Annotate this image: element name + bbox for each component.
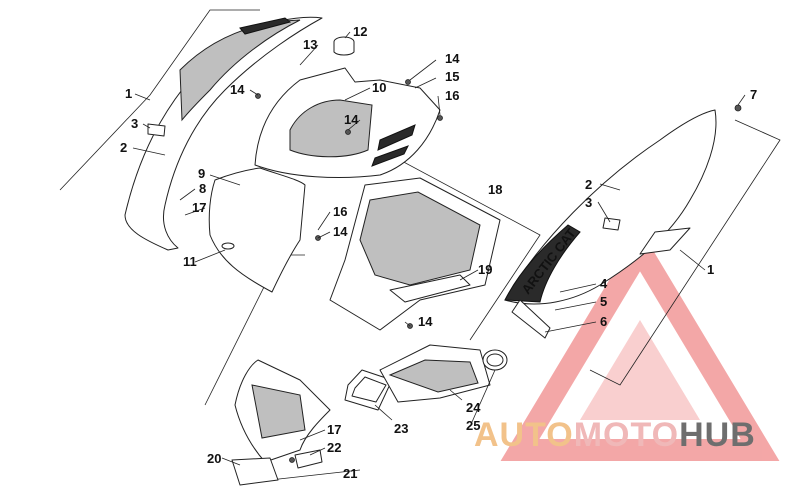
watermark-auto: AUTO: [474, 416, 574, 454]
group-bracket-right: [589, 119, 781, 386]
callout-2-left: 2: [120, 140, 127, 155]
callout-16-b: 16: [333, 204, 347, 219]
callout-11: 11: [183, 254, 197, 269]
callout-22: 22: [327, 440, 341, 455]
lower-grille: [231, 359, 331, 486]
callout-13: 13: [303, 37, 317, 52]
callout-18: 18: [488, 182, 502, 197]
hood-upper: [254, 36, 441, 179]
callout-3-right: 3: [585, 195, 592, 210]
callout-2-right: 2: [585, 177, 592, 192]
callout-14-b: 14: [344, 112, 359, 127]
callout-labels: 1 2 3 8 17 9 11 13 12 14 10 14 14 15 16 …: [120, 24, 757, 481]
callout-14-c: 14: [445, 51, 460, 66]
callout-4: 4: [600, 276, 608, 291]
air-intake-duct: [329, 177, 501, 331]
filter-frame: [344, 369, 393, 411]
callout-9: 9: [198, 166, 205, 181]
callout-3-left: 3: [131, 116, 138, 131]
callout-14-a: 14: [230, 82, 245, 97]
callout-5: 5: [600, 294, 607, 309]
leader-lines: [132, 31, 746, 466]
callout-25: 25: [466, 418, 480, 433]
callout-6: 6: [600, 314, 607, 329]
callout-12: 12: [353, 24, 367, 39]
callout-14-e: 14: [418, 314, 433, 329]
callout-17-lower: 17: [327, 422, 341, 437]
callout-17-upper: 17: [192, 200, 206, 215]
callout-1-right: 1: [707, 262, 714, 277]
watermark-hub: HUB: [679, 416, 756, 454]
watermark-moto: MOTO: [573, 416, 680, 454]
callout-7: 7: [750, 87, 757, 102]
nose-lower: [208, 167, 306, 293]
callout-23: 23: [394, 421, 408, 436]
callout-8: 8: [199, 181, 206, 196]
callout-1-left: 1: [125, 86, 132, 101]
callout-15: 15: [445, 69, 459, 84]
hose-clamp: [482, 349, 508, 371]
group-bracket-left: [59, 9, 260, 191]
watermark-wordmark: AUTOMOTOHUB: [474, 418, 756, 452]
callout-16-a: 16: [445, 88, 459, 103]
callout-21: 21: [343, 466, 357, 481]
callout-10: 10: [372, 80, 386, 95]
left-side-panel: [124, 16, 323, 251]
callout-20: 20: [207, 451, 221, 466]
callout-24: 24: [466, 400, 481, 415]
callout-14-d: 14: [333, 224, 348, 239]
callout-19: 19: [478, 262, 492, 277]
watermark-triangle-logo: [500, 228, 780, 461]
intake-boot: [379, 344, 491, 403]
right-side-panel: [504, 109, 717, 339]
